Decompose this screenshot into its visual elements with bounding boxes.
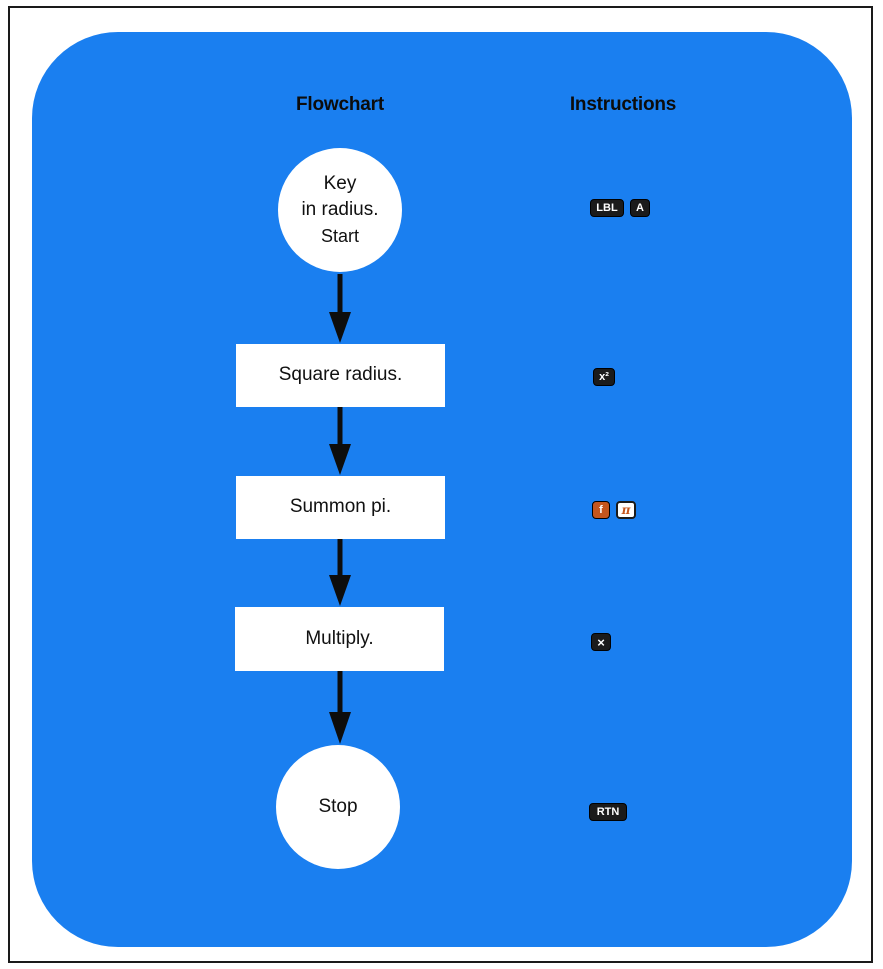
f-shift-key: f [592,501,610,519]
multiply-label: Multiply. [305,627,374,649]
x-squared-key: x² [593,368,615,386]
square-radius-label: Square radius. [278,364,403,386]
instruction-row-square: x² [593,368,615,386]
arrow-start-to-square [329,274,351,343]
start-node-line1: Key [323,172,357,194]
summon-pi-node: Summon pi. [236,476,445,539]
instruction-row-stop: RTN [589,803,627,821]
stop-node: Stop [276,745,400,869]
arrow-multiply-to-stop [329,671,351,744]
rtn-key: RTN [589,803,627,821]
instructions-heading: Instructions [569,94,677,115]
start-node-line3: Start [320,226,359,246]
square-radius-node: Square radius. [236,344,445,407]
instruction-row-pi: f π [592,501,636,519]
flowchart-heading: Flowchart [296,94,384,115]
multiply-node: Multiply. [235,607,444,671]
start-node-line2: in radius. [301,199,379,221]
summon-pi-label: Summon pi. [289,496,392,518]
instruction-row-start: LBL A [590,199,650,217]
lbl-key: LBL [590,199,624,217]
arrow-square-to-pi [329,407,351,475]
multiply-key: × [591,633,611,651]
pi-key: π [616,501,636,519]
a-key: A [630,199,650,217]
arrow-pi-to-multiply [329,539,351,606]
start-node: Key in radius. Start [278,148,402,272]
instruction-row-multiply: × [591,633,611,651]
stop-label: Stop [318,795,358,817]
